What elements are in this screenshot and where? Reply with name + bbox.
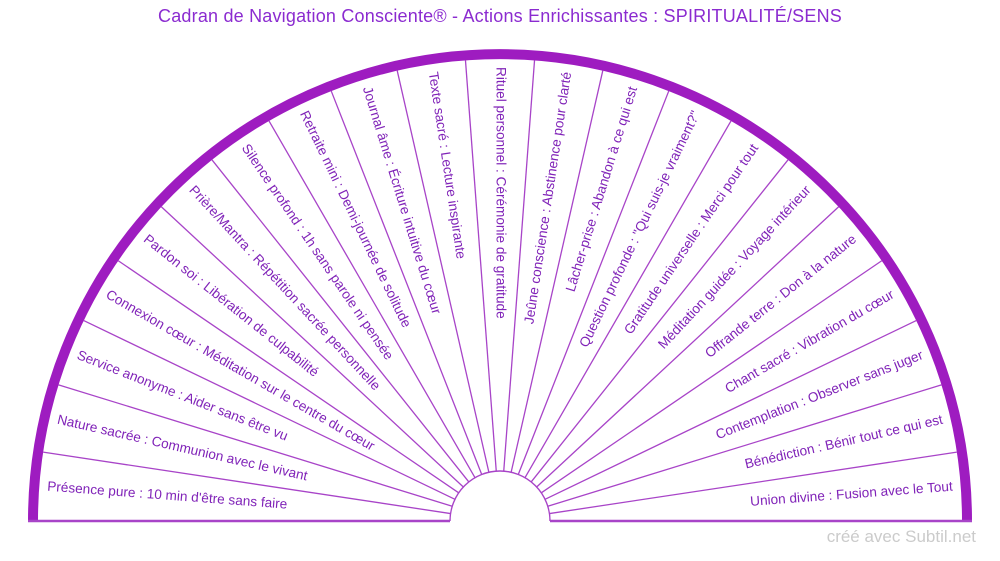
sector-divider: [517, 90, 670, 475]
sector-divider: [268, 120, 476, 479]
sector-divider: [464, 60, 497, 472]
sector-divider: [530, 159, 789, 483]
sector-divider: [43, 451, 451, 515]
sector-divider: [503, 60, 536, 472]
sector-divider: [211, 159, 470, 483]
dial-inner-arc: [449, 470, 551, 522]
sector-divider: [330, 90, 483, 475]
sector-label: Offrande terre : Don à la nature: [702, 231, 859, 360]
sector-divider: [510, 70, 604, 473]
sector-divider: [536, 206, 840, 488]
sector-divider: [58, 384, 453, 507]
sector-divider: [117, 260, 460, 494]
sector-label: Rituel personnel : Cérémonie de gratitud…: [493, 67, 508, 319]
sector-divider: [549, 451, 957, 515]
watermark: créé avec Subtil.net: [826, 527, 976, 546]
sector-label: Union divine : Fusion avec le Tout: [750, 479, 954, 509]
sector-divider: [524, 120, 732, 479]
sector-label: Texte sacré : Lecture inspirante: [426, 71, 469, 260]
sector-divider: [160, 206, 464, 488]
sector-divider: [547, 384, 942, 507]
dial-rim: [28, 49, 972, 522]
sector-divider: [540, 260, 883, 494]
sector-label: Journal âme : Écriture intuitive du cœur: [360, 85, 444, 317]
sector-divider: [544, 319, 917, 500]
sector-divider: [396, 70, 490, 473]
chart-title: Cadran de Navigation Consciente® - Actio…: [158, 6, 842, 26]
sector-divider: [83, 319, 456, 500]
